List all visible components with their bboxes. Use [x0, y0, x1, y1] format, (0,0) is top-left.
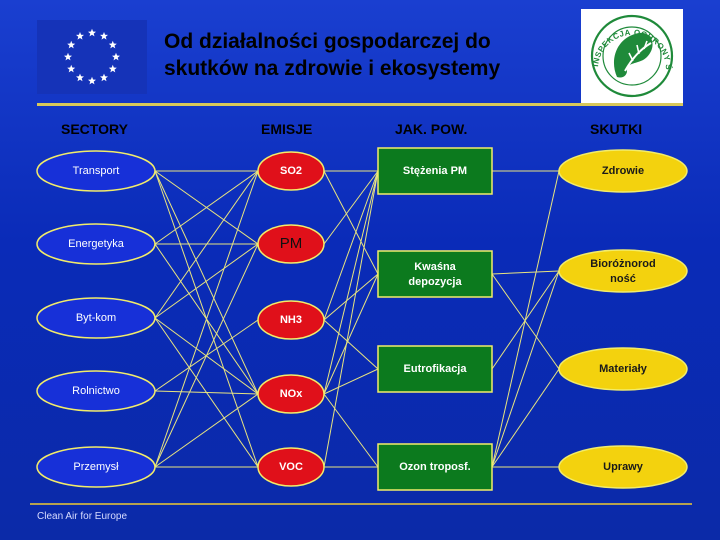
title-line-2: skutków na zdrowie i ekosystemy — [164, 57, 501, 80]
link-sector-emission — [154, 170, 259, 395]
effect-node: Materiały — [558, 347, 688, 391]
quality-node: Eutrofikacja — [377, 345, 493, 393]
sector-label: Energetyka — [68, 238, 125, 250]
eu-star-icon — [64, 52, 72, 61]
link-sector-emission — [154, 393, 259, 468]
quality-label: Eutrofikacja — [404, 363, 468, 375]
footer-text: Clean Air for Europe — [37, 511, 128, 522]
sector-node: Byt-kom — [36, 297, 156, 339]
eu-star-icon — [112, 52, 120, 61]
link-emission-quality — [323, 319, 379, 370]
effect-label: Uprawy — [603, 461, 644, 473]
column-header-effects: SKUTKI — [590, 121, 643, 137]
emission-node: VOC — [257, 447, 325, 487]
sector-label: Przemysł — [73, 461, 119, 473]
link-quality-effect — [491, 270, 560, 275]
quality-label: Kwaśna — [414, 261, 456, 273]
link-quality-effect — [491, 270, 560, 468]
effect-label: ność — [610, 273, 636, 285]
link-quality-effect — [491, 273, 560, 370]
quality-node: Ozon troposf. — [377, 443, 493, 491]
title-line-1: Od działalności gospodarczej do — [164, 30, 491, 53]
eu-star-icon — [88, 28, 96, 37]
eu-star-icon — [88, 76, 96, 85]
link-quality-effect — [491, 170, 560, 468]
sector-label: Transport — [73, 165, 120, 177]
emission-label: VOC — [279, 461, 303, 473]
eu-star-icon — [76, 32, 84, 40]
eu-star-icon — [76, 73, 84, 82]
link-sector-emission — [154, 390, 259, 395]
link-sector-emission — [154, 170, 259, 468]
column-header-quality: JAK. POW. — [395, 121, 468, 137]
inspection-logo: INSPEKCJA OCHRONY ŚRODOWISKA — [577, 2, 683, 103]
eu-stars-icon — [64, 28, 120, 85]
bottom-rule — [30, 503, 692, 505]
effect-label: Zdrowie — [602, 165, 644, 177]
link-emission-quality — [323, 273, 379, 321]
leaf-emblem-icon: INSPEKCJA OCHRONY ŚRODOWISKA — [577, 2, 674, 98]
quality-label: depozycja — [408, 276, 462, 288]
effect-node: Uprawy — [558, 445, 688, 489]
link-emission-quality — [323, 170, 379, 245]
link-emission-quality — [323, 170, 379, 395]
slide-title: Od działalności gospodarczej do skutków … — [164, 28, 574, 82]
link-emission-quality — [323, 170, 379, 275]
link-emission-quality — [323, 170, 379, 321]
sector-node: Transport — [36, 150, 156, 192]
link-sector-emission — [154, 243, 259, 468]
effect-node: Bioróżnorod ność — [558, 249, 688, 293]
emission-node: PM — [257, 224, 325, 264]
emission-label: NH3 — [280, 314, 302, 326]
emission-label: PM — [280, 235, 303, 252]
link-sector-emission — [154, 243, 259, 319]
quality-node: Stężenia PM — [377, 147, 493, 195]
column-header-emissions: EMISJE — [261, 121, 313, 137]
link-quality-effect — [491, 368, 560, 468]
eu-star-icon — [100, 32, 108, 40]
link-sector-emission — [154, 170, 259, 319]
emission-label: NOx — [280, 388, 304, 400]
sector-node: Energetyka — [36, 223, 156, 265]
sector-label: Byt-kom — [76, 312, 116, 324]
sector-node: Przemysł — [36, 446, 156, 488]
effect-label: Materiały — [599, 363, 648, 375]
quality-label: Stężenia PM — [403, 165, 467, 177]
eu-star-icon — [67, 40, 76, 49]
quality-label: Ozon troposf. — [399, 461, 471, 473]
quality-node: Kwaśna depozycja — [377, 250, 493, 298]
emission-label: SO2 — [280, 165, 302, 177]
link-emission-quality — [323, 170, 379, 468]
link-sector-emission — [154, 170, 259, 245]
eu-star-icon — [108, 64, 117, 73]
link-emission-quality — [323, 368, 379, 395]
effect-node: Zdrowie — [558, 149, 688, 193]
emission-node: SO2 — [257, 151, 325, 191]
emission-node: NOx — [257, 374, 325, 414]
sector-node: Rolnictwo — [36, 370, 156, 412]
link-emission-quality — [323, 393, 379, 468]
column-header-sectors: SECTORY — [61, 121, 128, 137]
eu-star-icon — [108, 40, 117, 49]
eu-flag — [37, 20, 147, 94]
eu-star-icon — [67, 64, 76, 73]
emission-node: NH3 — [257, 300, 325, 340]
top-rule — [37, 103, 683, 106]
effect-label: Bioróżnorod — [590, 258, 655, 270]
eu-star-icon — [100, 73, 108, 82]
sector-label: Rolnictwo — [72, 385, 120, 397]
link-emission-quality — [323, 273, 379, 395]
